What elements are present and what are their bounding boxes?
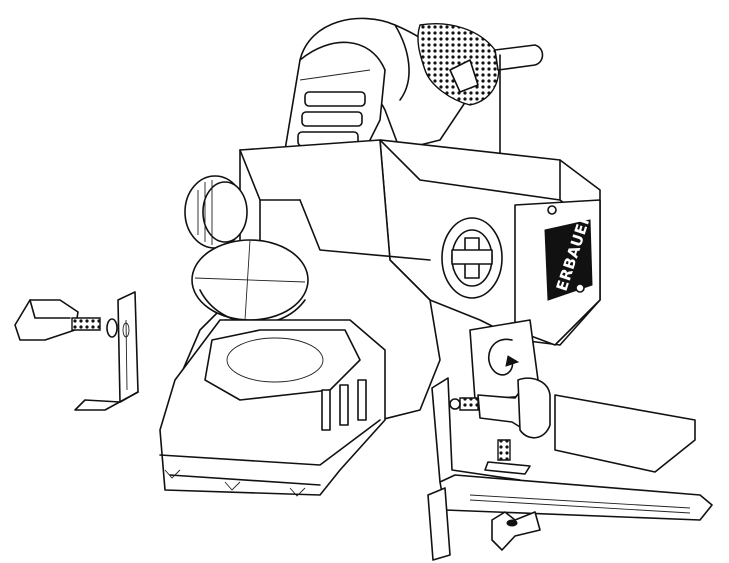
cover-screw-1 [547,205,557,215]
side-vent-1 [321,389,331,431]
motor-housing: ERBAUER [379,139,601,346]
depth-stop-bracket [117,291,139,403]
handle-rear-rod [494,44,544,71]
fence-washer [449,398,461,410]
fence-wing-nut [491,511,541,551]
depth-stop-bolt [71,317,101,331]
fence-guide-plate [554,394,696,473]
brand-plate [544,219,593,301]
depth-stop-washer [106,318,118,338]
depth-stop-wing-knob [14,299,79,341]
planer-base [159,319,386,497]
cover-screw-2 [575,283,585,293]
fence-slotted-rail [439,474,713,521]
lock-off-button [449,59,479,93]
handle-vent-1 [304,91,366,107]
handle-vent-2 [301,111,363,127]
parallel-fence-assembly [427,377,713,561]
side-vent-3 [357,379,367,421]
depth-stop-assembly [14,291,139,411]
fence-vertical-bolt [497,439,511,461]
fence-bolt [459,397,479,411]
depth-scale-dial [204,329,361,401]
rear-handle [284,17,544,181]
side-vent-2 [339,384,349,426]
